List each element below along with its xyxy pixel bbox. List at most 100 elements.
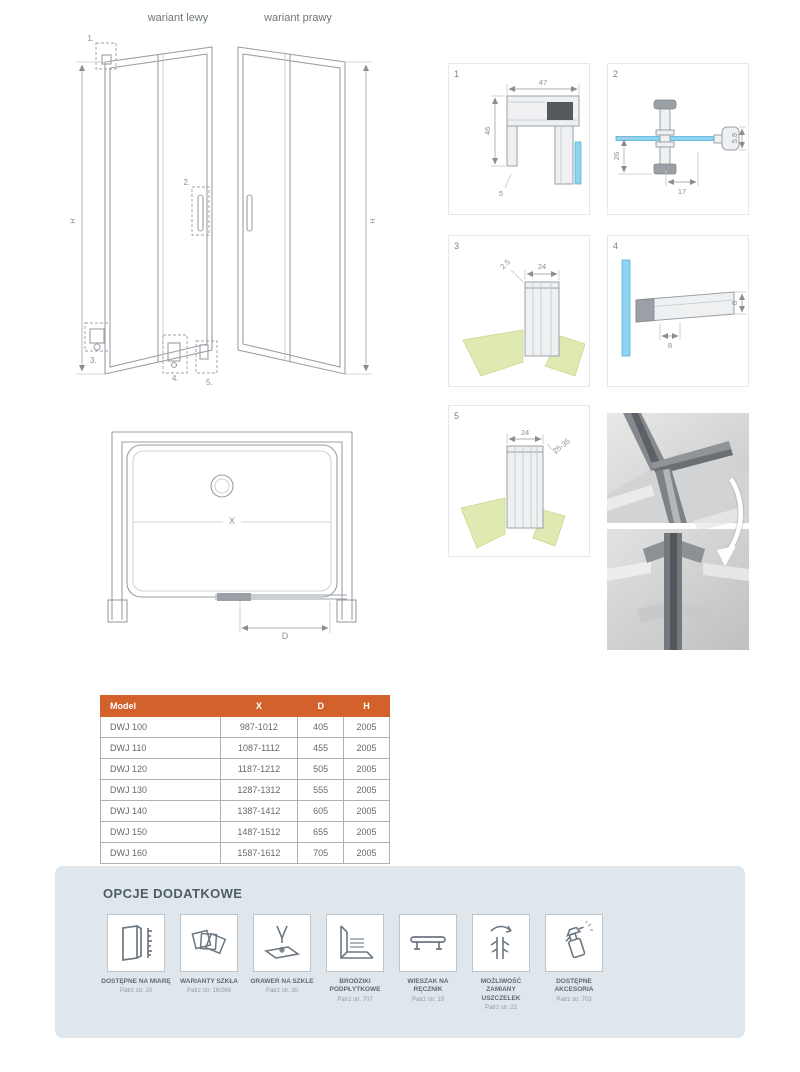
col-header-model: Model — [100, 695, 221, 717]
glass-pane — [574, 141, 582, 185]
detail-box-3: 3 24 2.5 — [448, 235, 590, 387]
dim-x: X — [229, 516, 235, 526]
dim-d: D — [282, 631, 289, 641]
callout-box-2 — [191, 186, 210, 236]
callout-4: 4. — [172, 374, 179, 383]
detail-2-dim-58: 5.8 — [730, 133, 739, 143]
col-header-h: H — [343, 695, 390, 717]
detail-1-dim-46: 46 — [483, 127, 492, 135]
door-panel-plan — [217, 593, 251, 601]
option-page-ref: Patrz str. 30 — [265, 988, 298, 995]
detail-4-drawing: 4 8 8 — [613, 241, 746, 357]
callout-box-5 — [195, 340, 218, 374]
options-section: OPCJE DODATKOWE DOSTĘPNE NA MIARĘ Patrz … — [55, 866, 745, 1038]
glass-variants-icon — [180, 914, 238, 972]
seal-photos — [607, 413, 749, 650]
detail-1-number: 1 — [454, 69, 459, 79]
option-seal-swap: MOŻLIWOŚĆ ZAMIANY USZCZELEK Patrz str. 2… — [466, 914, 536, 1013]
option-page-ref: Patrz str. 703 — [556, 996, 592, 1003]
callout-5: 5. — [206, 378, 213, 387]
callout-box-3 — [84, 322, 111, 352]
detail-box-2: 2 26 17 5.8 — [607, 63, 749, 215]
option-page-ref: Patrz str. 707 — [337, 996, 373, 1003]
seal-swap-icon — [472, 914, 530, 972]
accessories-icon — [545, 914, 603, 972]
variant-left-label: wariant lewy — [147, 12, 209, 24]
variant-right-label: wariant prawy — [264, 12, 332, 24]
option-label: BRODZIKI PODPŁYTKOWE — [329, 978, 381, 994]
option-page-ref: Patrz str. 16/266 — [187, 988, 231, 995]
detail-box-1: 1 47 46 5 — [448, 63, 590, 215]
option-label: DOSTĘPNE AKCESORIA — [554, 978, 594, 994]
detail-4-dim-8a: 8 — [668, 341, 672, 350]
option-page-ref: Patrz str. 22 — [484, 1005, 517, 1012]
callout-1: 1. — [87, 34, 94, 43]
detail-2-dim-26: 26 — [612, 152, 621, 160]
detail-5-dim-range: 25-35 — [551, 437, 572, 456]
made-to-measure-icon — [107, 914, 165, 972]
detail-5-dim-24: 24 — [521, 428, 529, 437]
glass-engraving-icon — [253, 914, 311, 972]
detail-3-drawing: 3 24 2.5 — [454, 241, 586, 377]
detail-2-number: 2 — [613, 69, 618, 79]
detail-2-drawing: 2 26 17 5.8 — [612, 69, 746, 196]
options-row: DOSTĘPNE NA MIARĘ Patrz str. 10 WARIANTY… — [101, 914, 745, 1013]
option-label: GRAWER NA SZKLE — [250, 978, 314, 985]
dim-h-right: H — [368, 218, 377, 223]
swap-arrow-icon — [717, 477, 745, 566]
option-label: WIESZAK NA RĘCZNIK — [407, 978, 449, 994]
detail-4-number: 4 — [613, 241, 618, 251]
option-glass-variants: WARIANTY SZKŁA Patrz str. 16/266 — [174, 914, 244, 1013]
towel-rail-icon — [399, 914, 457, 972]
seal-profile — [635, 298, 655, 323]
detail-1-dim-47: 47 — [539, 78, 547, 87]
glass-pane — [621, 259, 631, 357]
dim-h-left: H — [68, 218, 77, 223]
detail-3-dim-24: 24 — [538, 262, 546, 271]
option-page-ref: Patrz str. 10 — [119, 988, 152, 995]
floor-left — [460, 497, 506, 549]
detail-box-5: 5 24 25-35 — [448, 405, 590, 557]
left-door-handle — [197, 194, 204, 232]
option-made-to-measure: DOSTĘPNE NA MIARĘ Patrz str. 10 — [101, 914, 171, 1013]
option-accessories: DOSTĘPNE AKCESORIA Patrz str. 703 — [539, 914, 609, 1013]
detail-3-number: 3 — [454, 241, 459, 251]
profile-core — [547, 102, 573, 120]
option-page-ref: Patrz str. 19 — [411, 996, 444, 1003]
right-door-drawing: H — [237, 46, 377, 375]
col-header-x: X — [219, 695, 299, 717]
option-shower-tray: BRODZIKI PODPŁYTKOWE Patrz str. 707 — [320, 914, 390, 1013]
drain — [210, 474, 234, 498]
detail-2-dim-17: 17 — [678, 187, 686, 196]
shower-tray-icon — [326, 914, 384, 972]
table-header-row: Model X D H — [100, 695, 390, 717]
option-label: MOŻLIWOŚĆ ZAMIANY USZCZELEK — [480, 978, 522, 1002]
left-door-drawing: H 1. 2. 3. 4. 5. — [68, 34, 218, 387]
detail-1-dim-5: 5 — [499, 189, 503, 198]
option-label: WARIANTY SZKŁA — [179, 978, 239, 985]
top-view-drawing: X D — [107, 431, 357, 641]
seal-photo-top — [607, 413, 749, 531]
door-drawings: H 1. 2. 3. 4. 5. — [68, 34, 377, 387]
floor-left — [462, 329, 524, 377]
col-header-d: D — [297, 695, 345, 717]
detail-5-drawing: 5 24 25-35 — [454, 411, 572, 549]
detail-box-4: 4 8 8 — [607, 235, 749, 387]
callout-3: 3. — [90, 356, 97, 365]
detail-5-number: 5 — [454, 411, 459, 421]
options-title: OPCJE DODATKOWE — [103, 886, 243, 901]
callout-box-4 — [162, 334, 188, 374]
detail-4-dim-8b: 8 — [730, 301, 739, 305]
right-door-handle — [246, 194, 253, 232]
detail-3-dim-25: 2.5 — [498, 257, 512, 271]
callout-2: 2. — [183, 178, 190, 187]
